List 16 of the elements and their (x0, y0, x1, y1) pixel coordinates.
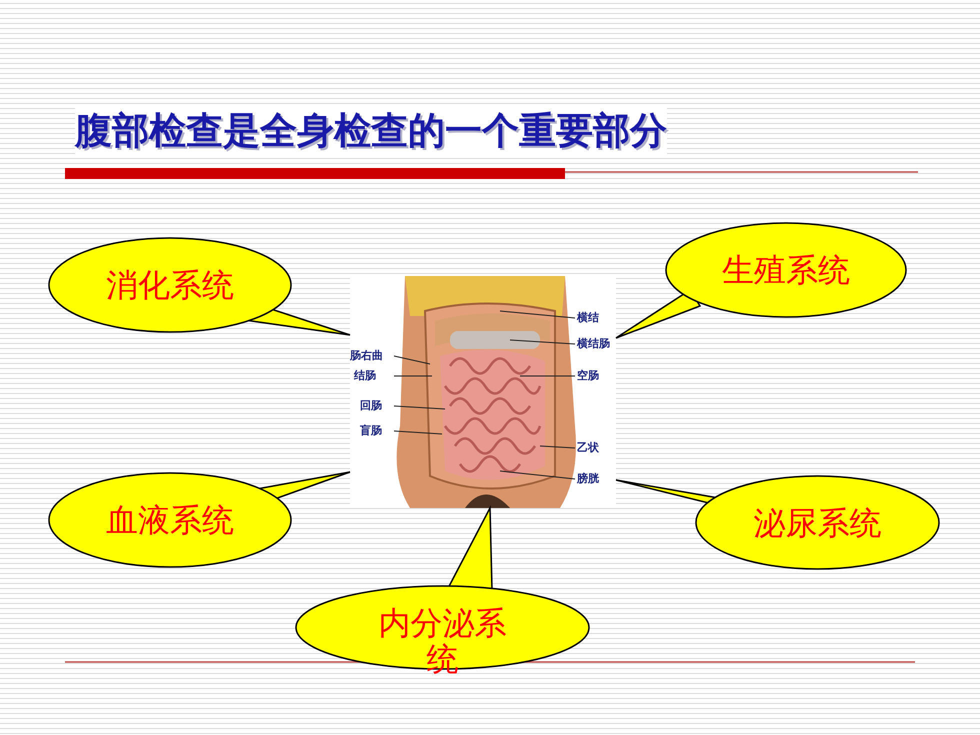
callout-ellipse (665, 222, 907, 318)
organ-label: 乙状 (577, 441, 599, 454)
organ-label: 肠右曲 (350, 349, 383, 362)
callout-text: 消化系统 (105, 267, 235, 303)
callout-text: 血液系统 (105, 502, 235, 538)
organ-label: 回肠 (360, 399, 382, 412)
callout-text: 生殖系统 (721, 252, 851, 288)
organ-label: 盲肠 (360, 424, 382, 437)
organ-label: 横结 (577, 311, 599, 324)
organ-label: 结肠 (354, 369, 376, 382)
callout-text: 泌尿系统 (752, 504, 882, 540)
title: 腹部检查是全身检查的一个重要部分 (75, 106, 667, 156)
organ-label: 横结肠 (577, 337, 610, 350)
organ-label: 空肠 (577, 369, 599, 382)
organ-label: 膀胱 (577, 472, 599, 485)
callout-text: 内分泌系统 (378, 605, 508, 677)
